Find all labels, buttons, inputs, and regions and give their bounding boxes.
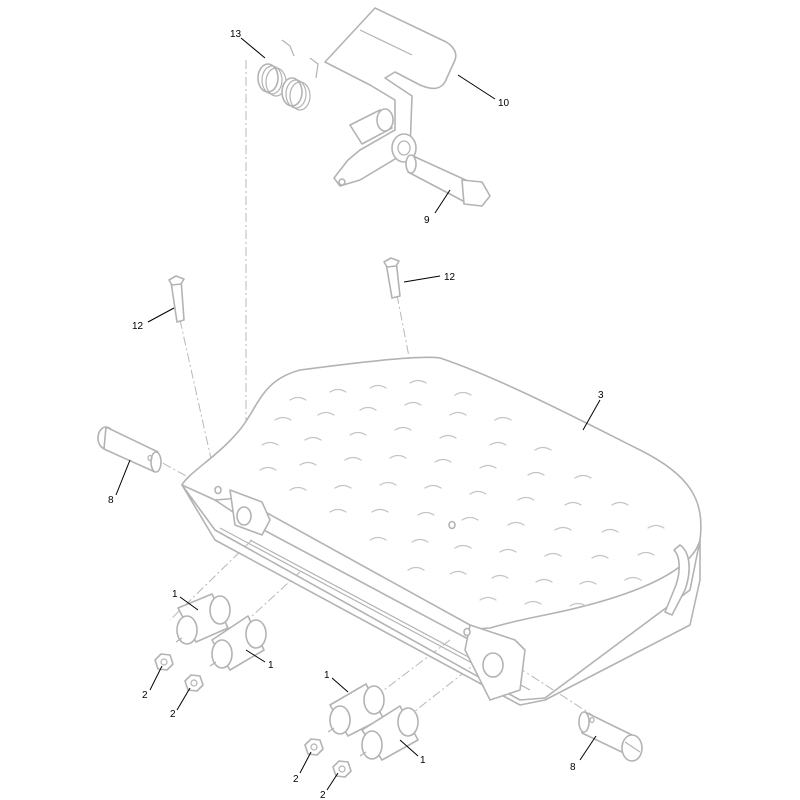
- bolt-left: [168, 275, 185, 323]
- leader-lines: [115, 37, 601, 791]
- isolator-mount-d: [359, 705, 419, 761]
- flange-nut-c: [304, 738, 324, 756]
- isolator-mount-c: [327, 683, 385, 737]
- foot-plate: [181, 356, 702, 706]
- bolt-right: [383, 257, 401, 299]
- callout-8-right: 8: [570, 762, 576, 773]
- callout-12-left: 12: [132, 321, 144, 332]
- callout-2-c: 2: [293, 774, 299, 785]
- callout-1-b: 1: [268, 660, 274, 671]
- callout-1-d: 1: [420, 755, 426, 766]
- flange-nut-a: [154, 653, 174, 671]
- flange-nut-d: [332, 760, 352, 778]
- callout-1-a: 1: [172, 589, 178, 600]
- flange-nut-b: [184, 674, 204, 692]
- callout-2-d: 2: [320, 790, 326, 800]
- callout-12-right: 12: [444, 272, 456, 283]
- pedal-arm: [324, 7, 457, 187]
- callout-9: 9: [424, 215, 430, 226]
- callout-2-b: 2: [170, 709, 176, 720]
- callout-10: 10: [498, 98, 510, 109]
- callout-1-c: 1: [324, 670, 330, 681]
- callout-3: 3: [598, 390, 604, 401]
- callout-labels: 13 10 9 12 12 3 8 8 1 1 1 1 2 2 2 2: [108, 29, 604, 800]
- tread-pattern: [259, 379, 665, 607]
- callout-2-a: 2: [142, 690, 148, 701]
- clevis-pin-right: [578, 711, 643, 762]
- isolator-mount-a: [175, 593, 231, 645]
- torsion-springs: [257, 39, 319, 111]
- clevis-pin-left: [97, 426, 162, 473]
- callout-13: 13: [230, 29, 242, 40]
- callout-8-left: 8: [108, 495, 114, 506]
- isolator-mount-b: [209, 615, 267, 671]
- shoulder-bolt: [405, 154, 491, 207]
